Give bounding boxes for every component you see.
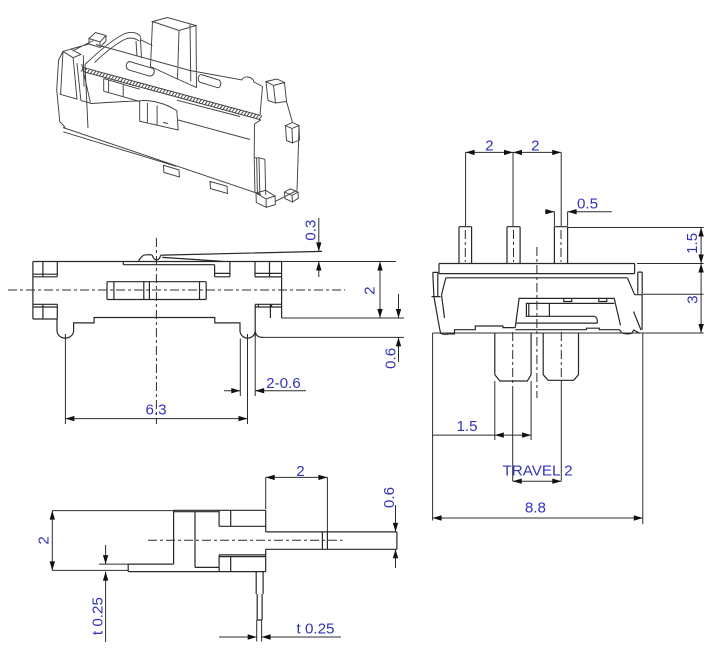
svg-text:8.8: 8.8: [525, 499, 546, 516]
svg-text:2: 2: [531, 138, 539, 155]
svg-text:0.3: 0.3: [303, 220, 320, 241]
svg-text:2: 2: [485, 138, 493, 155]
svg-text:2-0.6: 2-0.6: [266, 375, 301, 392]
svg-text:1.5: 1.5: [456, 418, 477, 435]
svg-text:2: 2: [36, 536, 53, 544]
svg-text:1.5: 1.5: [684, 233, 701, 254]
svg-text:6.3: 6.3: [145, 402, 166, 419]
svg-text:3: 3: [685, 295, 702, 303]
svg-text:t 0.25: t 0.25: [90, 597, 107, 635]
svg-text:2: 2: [362, 286, 379, 294]
svg-text:0.6: 0.6: [383, 348, 400, 369]
svg-text:TRAVEL 2: TRAVEL 2: [502, 463, 572, 480]
svg-text:0.6: 0.6: [381, 487, 398, 508]
svg-text:t 0.25: t 0.25: [297, 621, 335, 638]
svg-text:2: 2: [296, 463, 304, 480]
svg-text:0.5: 0.5: [577, 196, 598, 213]
